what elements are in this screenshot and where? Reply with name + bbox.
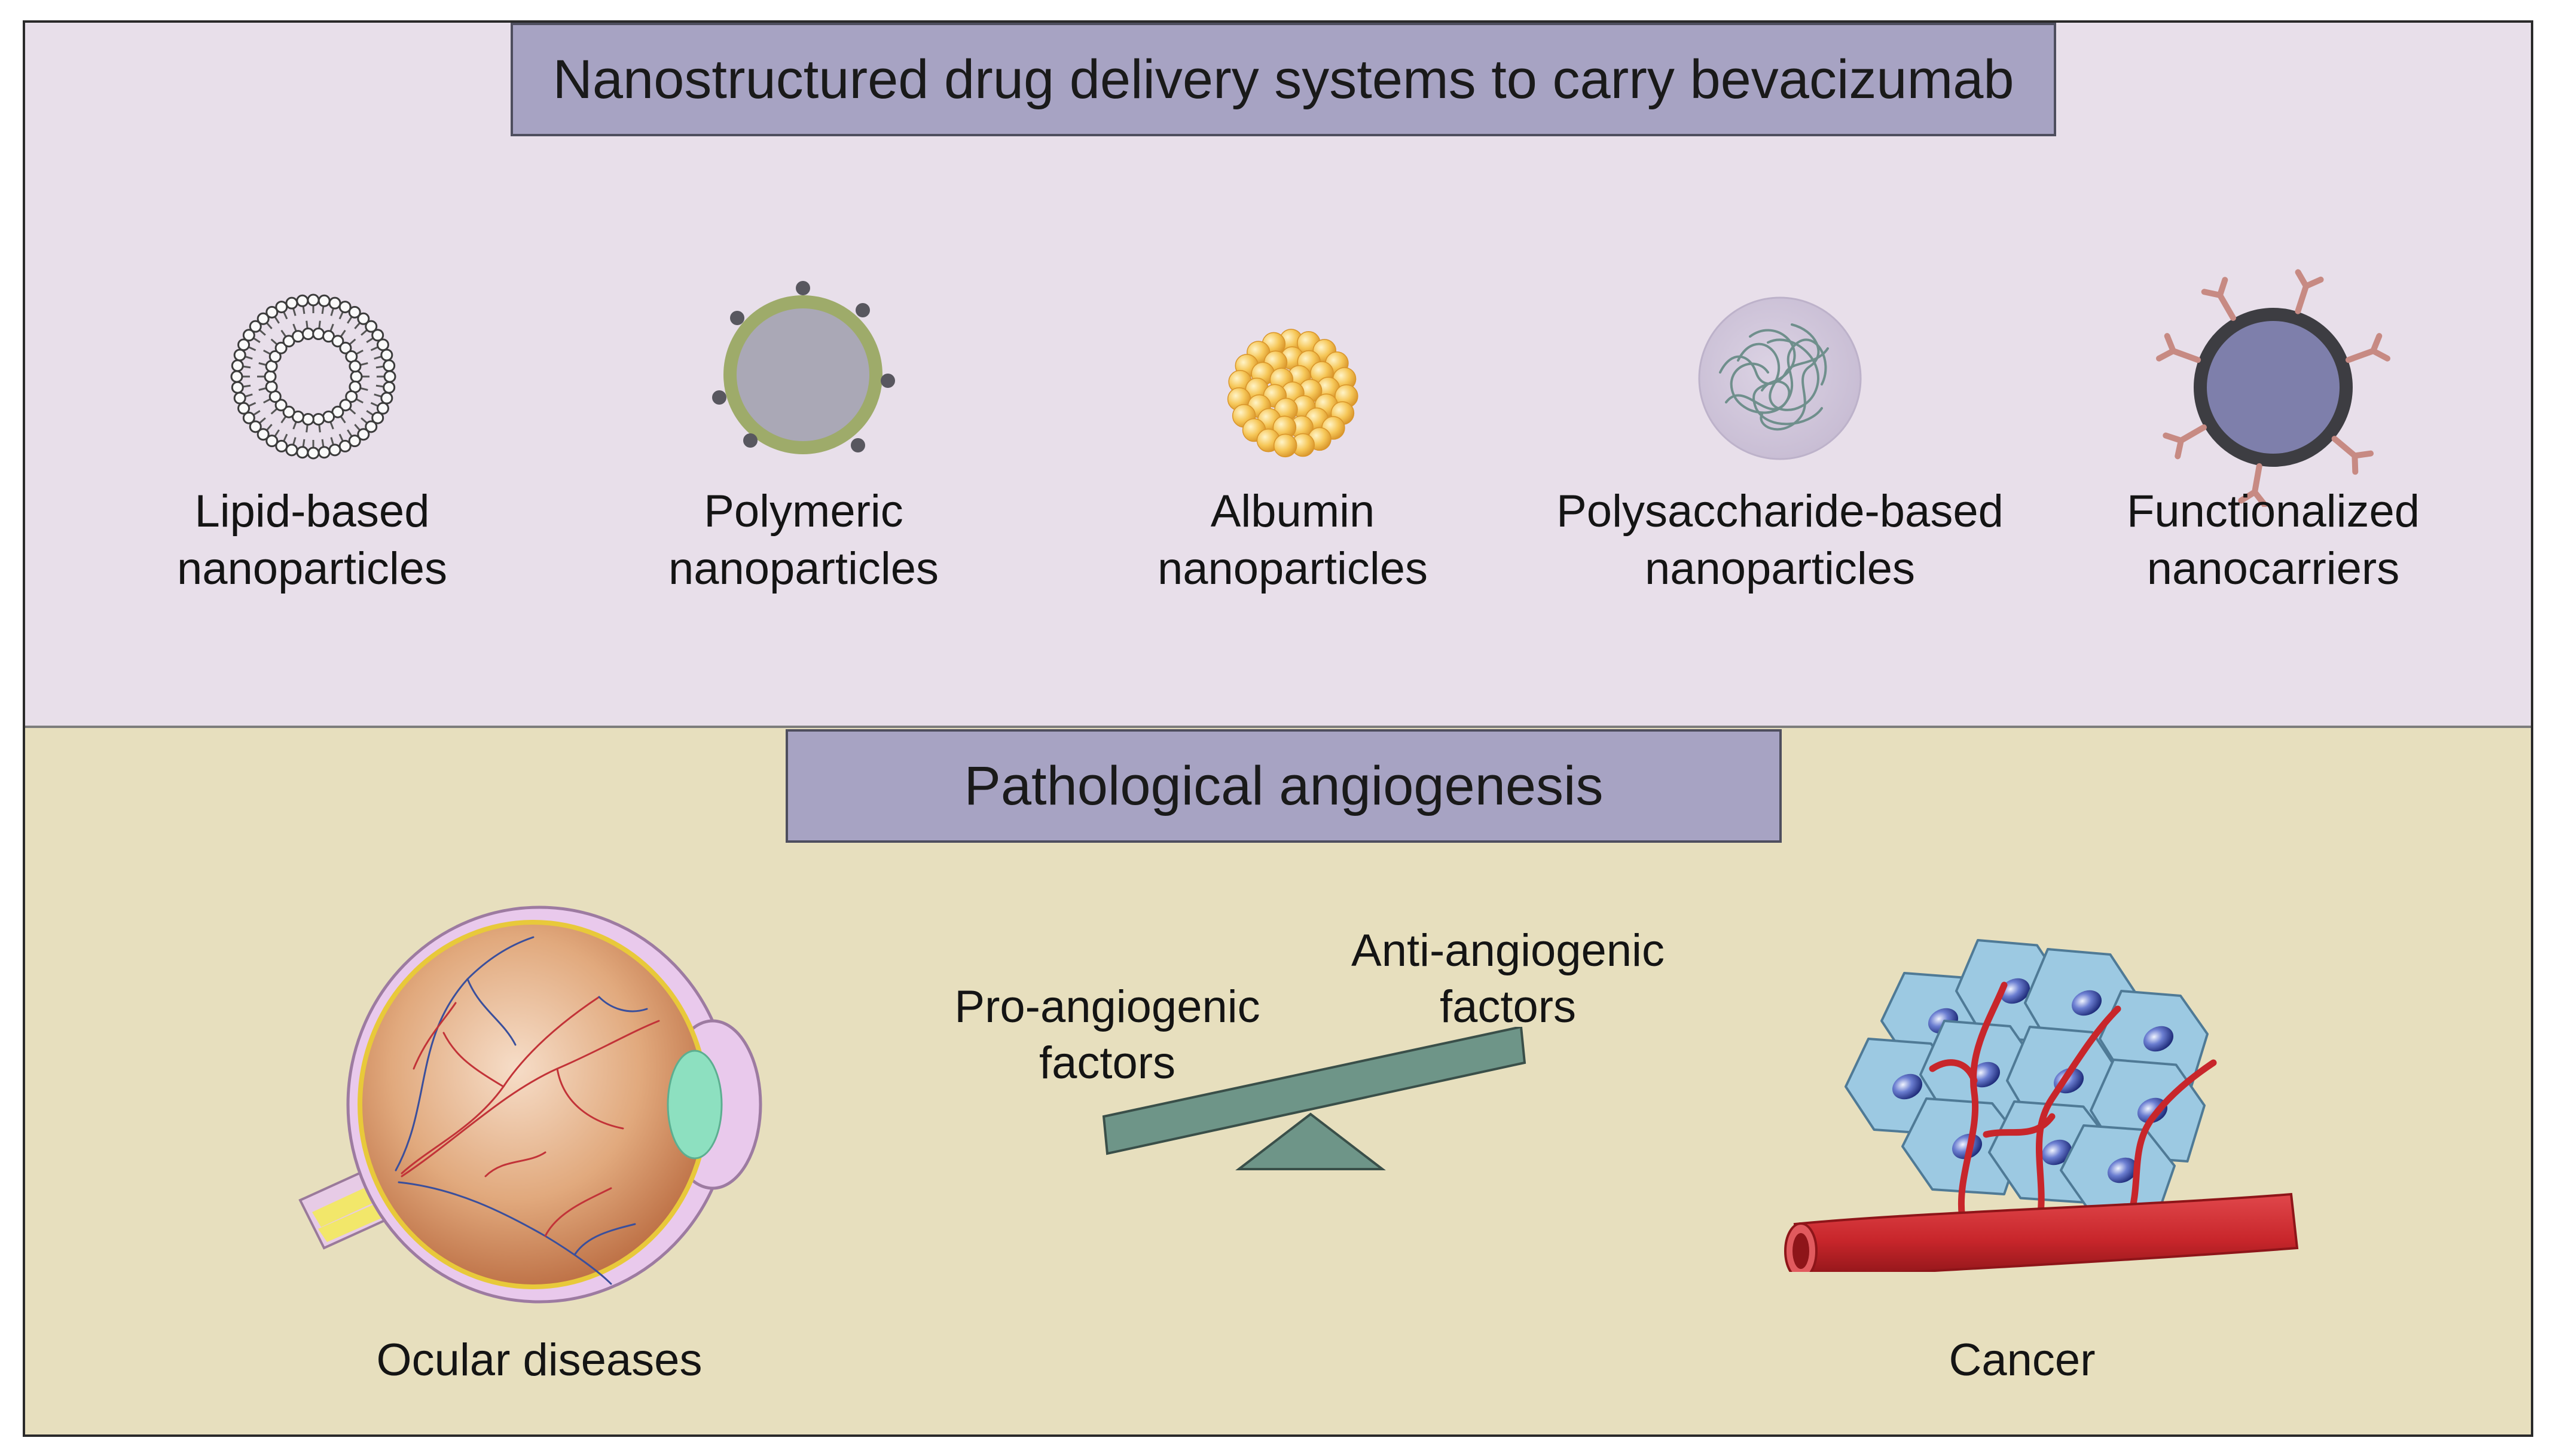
eye-icon <box>276 889 767 1320</box>
delivery-systems-panel: Nanostructured drug delivery systems to … <box>25 23 2531 728</box>
tumor-blood-vessel-icon <box>1783 937 2321 1272</box>
polymeric-nanoparticle-icon <box>704 276 902 473</box>
liposome-icon <box>218 281 409 472</box>
polymeric-label-line1: Polymeric <box>704 486 903 537</box>
delivery-systems-title: Nanostructured drug delivery systems to … <box>511 23 2056 136</box>
figure-frame: Nanostructured drug delivery systems to … <box>23 20 2533 1437</box>
anti-angiogenic-label-line2: factors <box>1439 981 1577 1032</box>
functionalized-label-line1: Functionalized <box>2126 486 2420 537</box>
albumin-label-line2: nanoparticles <box>1157 543 1428 594</box>
lipid-based-label: Lipid-based nanoparticles <box>169 483 456 598</box>
angiogenesis-title: Pathological angiogenesis <box>786 729 1782 843</box>
pro-angiogenic-label-line1: Pro-angiogenic <box>954 981 1260 1032</box>
lipid-based-label-line1: Lipid-based <box>194 486 430 537</box>
polymeric-label-line2: nanoparticles <box>668 543 939 594</box>
lipid-based-label-line2: nanoparticles <box>176 543 448 594</box>
functionalized-label-line2: nanocarriers <box>2146 543 2400 594</box>
cancer-label: Cancer <box>1949 1335 2096 1385</box>
functionalized-nanocarrier-icon <box>2142 268 2405 507</box>
seesaw-balance-icon <box>1077 1027 1544 1206</box>
polysaccharide-label-line2: nanoparticles <box>1644 543 1916 594</box>
albumin-nanoparticle-icon <box>1197 298 1388 489</box>
albumin-label-line1: Albumin <box>1210 486 1375 537</box>
pro-angiogenic-label: Pro-angiogenic factors <box>910 979 1305 1091</box>
albumin-label: Albumin nanoparticles <box>1149 483 1436 598</box>
polysaccharide-nanoparticle-icon <box>1693 292 1867 465</box>
anti-angiogenic-label-line1: Anti-angiogenic <box>1351 925 1665 976</box>
pro-angiogenic-label-line2: factors <box>1039 1038 1176 1088</box>
anti-angiogenic-label: Anti-angiogenic factors <box>1311 923 1705 1035</box>
polymeric-label: Polymeric nanoparticles <box>660 483 947 598</box>
angiogenesis-panel: Pathological angiogenesis <box>25 728 2531 1434</box>
polysaccharide-label: Polysaccharide-based nanoparticles <box>1541 483 2019 598</box>
ocular-diseases-label: Ocular diseases <box>376 1335 703 1385</box>
polysaccharide-label-line1: Polysaccharide-based <box>1556 486 2004 537</box>
functionalized-label: Functionalized nanocarriers <box>2118 483 2429 598</box>
